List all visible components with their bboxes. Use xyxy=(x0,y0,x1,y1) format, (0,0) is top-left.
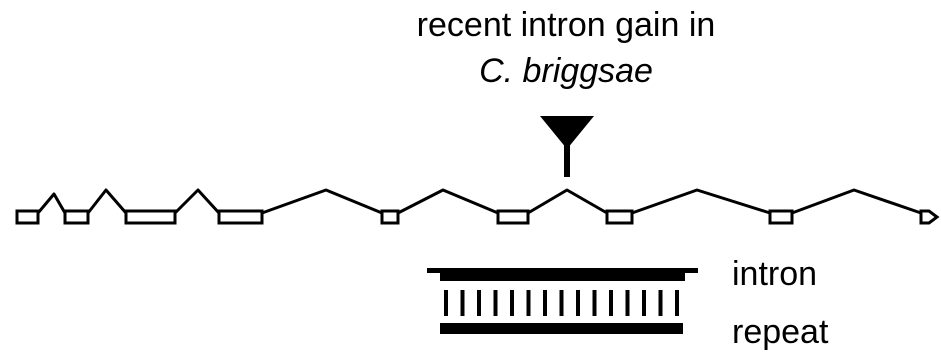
intron-line-5 xyxy=(397,188,499,215)
intron-line-6 xyxy=(527,188,608,215)
intron-line-8 xyxy=(791,188,922,215)
repeat-rungs xyxy=(444,290,679,316)
repeat-rung xyxy=(658,290,663,316)
repeat-rung xyxy=(477,290,481,316)
intron-line-2 xyxy=(86,188,128,214)
intron-line-1 xyxy=(36,192,67,214)
exon-4 xyxy=(217,209,264,225)
intron-line-3 xyxy=(173,188,221,215)
annotation-species: C. briggsae xyxy=(479,52,653,90)
repeat-ladder xyxy=(427,268,698,334)
repeat-rung xyxy=(609,290,613,316)
exon-9-arrow xyxy=(919,209,940,225)
intron-bar xyxy=(427,268,698,273)
annotation-line-1: recent intron gain in xyxy=(416,6,716,44)
exons xyxy=(15,209,940,225)
repeat-rung xyxy=(444,290,448,316)
repeat-rung xyxy=(460,290,465,316)
intron-connectors xyxy=(36,188,922,215)
intron-line-4 xyxy=(261,188,383,215)
exon-5 xyxy=(380,209,400,225)
repeat-label: repeat xyxy=(732,313,829,351)
repeat-rung xyxy=(510,290,514,316)
repeat-bar xyxy=(440,323,683,334)
intron-bar-thick xyxy=(440,271,685,281)
inverted-triangle-icon xyxy=(540,116,594,177)
repeat-rung xyxy=(543,290,547,316)
exon-7 xyxy=(605,209,634,225)
repeat-rung xyxy=(493,290,498,316)
repeat-rung xyxy=(675,290,679,316)
repeat-rung xyxy=(592,290,597,316)
repeat-rung xyxy=(576,290,580,316)
repeat-rung xyxy=(642,290,646,316)
exon-6 xyxy=(496,209,530,225)
intron-line-7 xyxy=(631,188,771,215)
exon-3 xyxy=(124,209,177,225)
intron-label: intron xyxy=(732,255,818,293)
exon-8 xyxy=(768,209,794,225)
repeat-rung xyxy=(559,290,564,316)
exon-1 xyxy=(15,209,40,225)
exon-2 xyxy=(63,209,90,225)
repeat-rung xyxy=(625,290,630,316)
repeat-rung xyxy=(526,290,531,316)
